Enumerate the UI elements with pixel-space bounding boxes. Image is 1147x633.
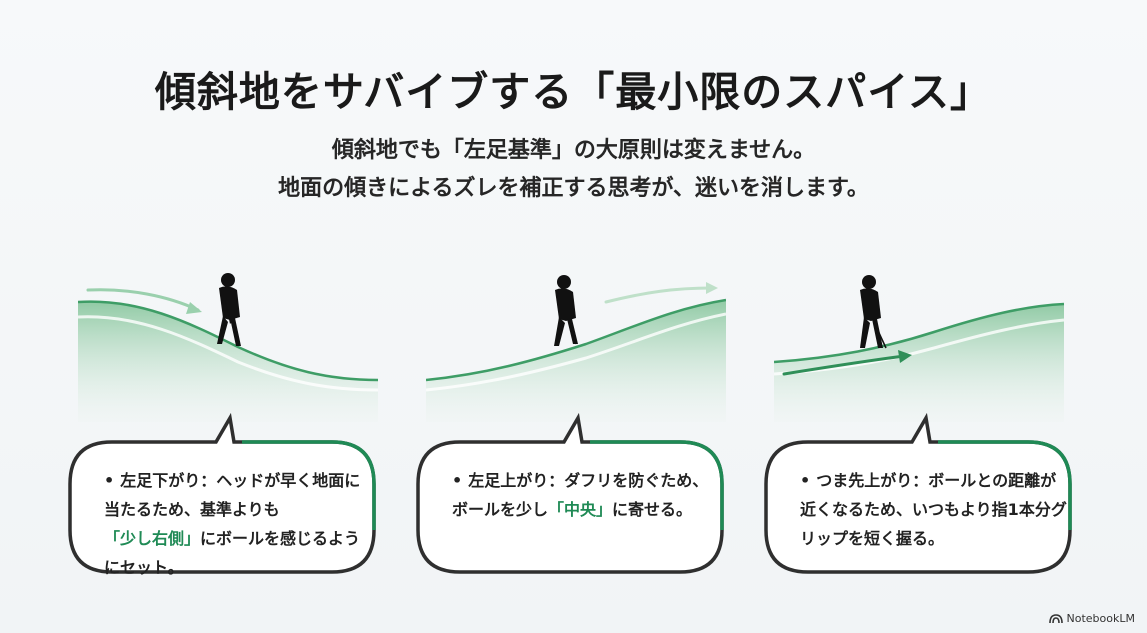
- speech-bubble-uphill: •左足上がり：ダフリを防ぐため、ボールを少し「中央」に寄せる。: [410, 412, 730, 582]
- page-title: 傾斜地をサバイブする「最小限のスパイス」: [154, 68, 993, 116]
- subtitle-line-2: 地面の傾きによるズレを補正する思考が、迷いを消します。: [278, 176, 869, 201]
- panel-3-text: •つま先上がり：ボールとの距離が近くなるため、いつもより指1本分グリップを短く握…: [800, 471, 1067, 548]
- uphill-slope-illustration: [426, 262, 726, 422]
- downhill-slope-illustration: [78, 262, 378, 422]
- subtitle-line-1: 傾斜地でも「左足基準」の大原則は変えません。: [331, 138, 816, 163]
- speech-bubble-downhill: •左足下がり：ヘッドが早く地面に当たるため、基準よりも「少し右側」にボールを感じ…: [62, 412, 382, 582]
- panel-1-highlight: 「少し右側」: [104, 529, 201, 548]
- speech-bubble-toe-up: •つま先上がり：ボールとの距離が近くなるため、いつもより指1本分グリップを短く握…: [758, 412, 1078, 582]
- toe-up-slope-illustration: [774, 262, 1074, 422]
- panel-2-text: •左足上がり：ダフリを防ぐため、ボールを少し「中央」に寄せる。: [452, 471, 709, 519]
- notebooklm-footer: NotebookLM: [1048, 612, 1135, 625]
- speech-bubble-icon: [68, 412, 376, 574]
- speech-bubble-icon: [416, 412, 724, 574]
- golfer-icon: [217, 273, 241, 347]
- panel-2-highlight: 「中央」: [548, 500, 613, 519]
- subtitle: 傾斜地でも「左足基準」の大原則は変えません。 地面の傾きによるズレを補正する思考…: [0, 132, 1147, 208]
- golfer-icon: [860, 275, 887, 349]
- speech-bubble-icon: [764, 412, 1072, 574]
- notebooklm-logo-icon: [1048, 613, 1063, 623]
- golfer-icon: [554, 275, 578, 346]
- panel-1-text: •左足下がり：ヘッドが早く地面に当たるため、基準よりも「少し右側」にボールを感じ…: [104, 471, 361, 577]
- footer-brand: NotebookLM: [1066, 612, 1135, 625]
